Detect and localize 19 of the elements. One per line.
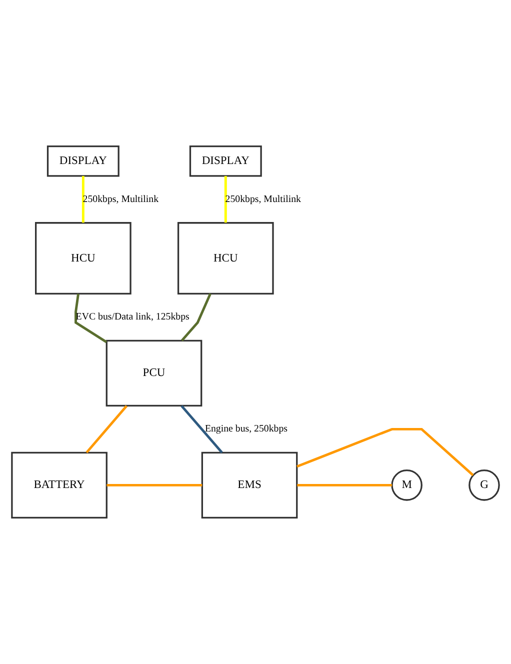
- node-circle: G: [468, 470, 500, 501]
- node-box: EMS: [201, 452, 298, 519]
- connector: [180, 405, 223, 454]
- connector: [297, 484, 392, 486]
- node-box: BATTERY: [11, 452, 108, 519]
- node-box: HCU: [35, 222, 132, 295]
- connector: [74, 294, 108, 344]
- connector: [224, 176, 227, 223]
- connector: [86, 405, 128, 454]
- node-box: HCU: [177, 222, 274, 295]
- edge-label: Engine bus, 250kbps: [204, 424, 288, 435]
- connector: [106, 484, 202, 486]
- connector: [296, 428, 474, 476]
- connector: [82, 176, 84, 223]
- node-box: DISPLAY: [46, 145, 120, 177]
- node-box: PCU: [106, 340, 202, 407]
- connector: [180, 293, 212, 342]
- node-circle: M: [391, 470, 422, 501]
- node-box: DISPLAY: [189, 145, 262, 177]
